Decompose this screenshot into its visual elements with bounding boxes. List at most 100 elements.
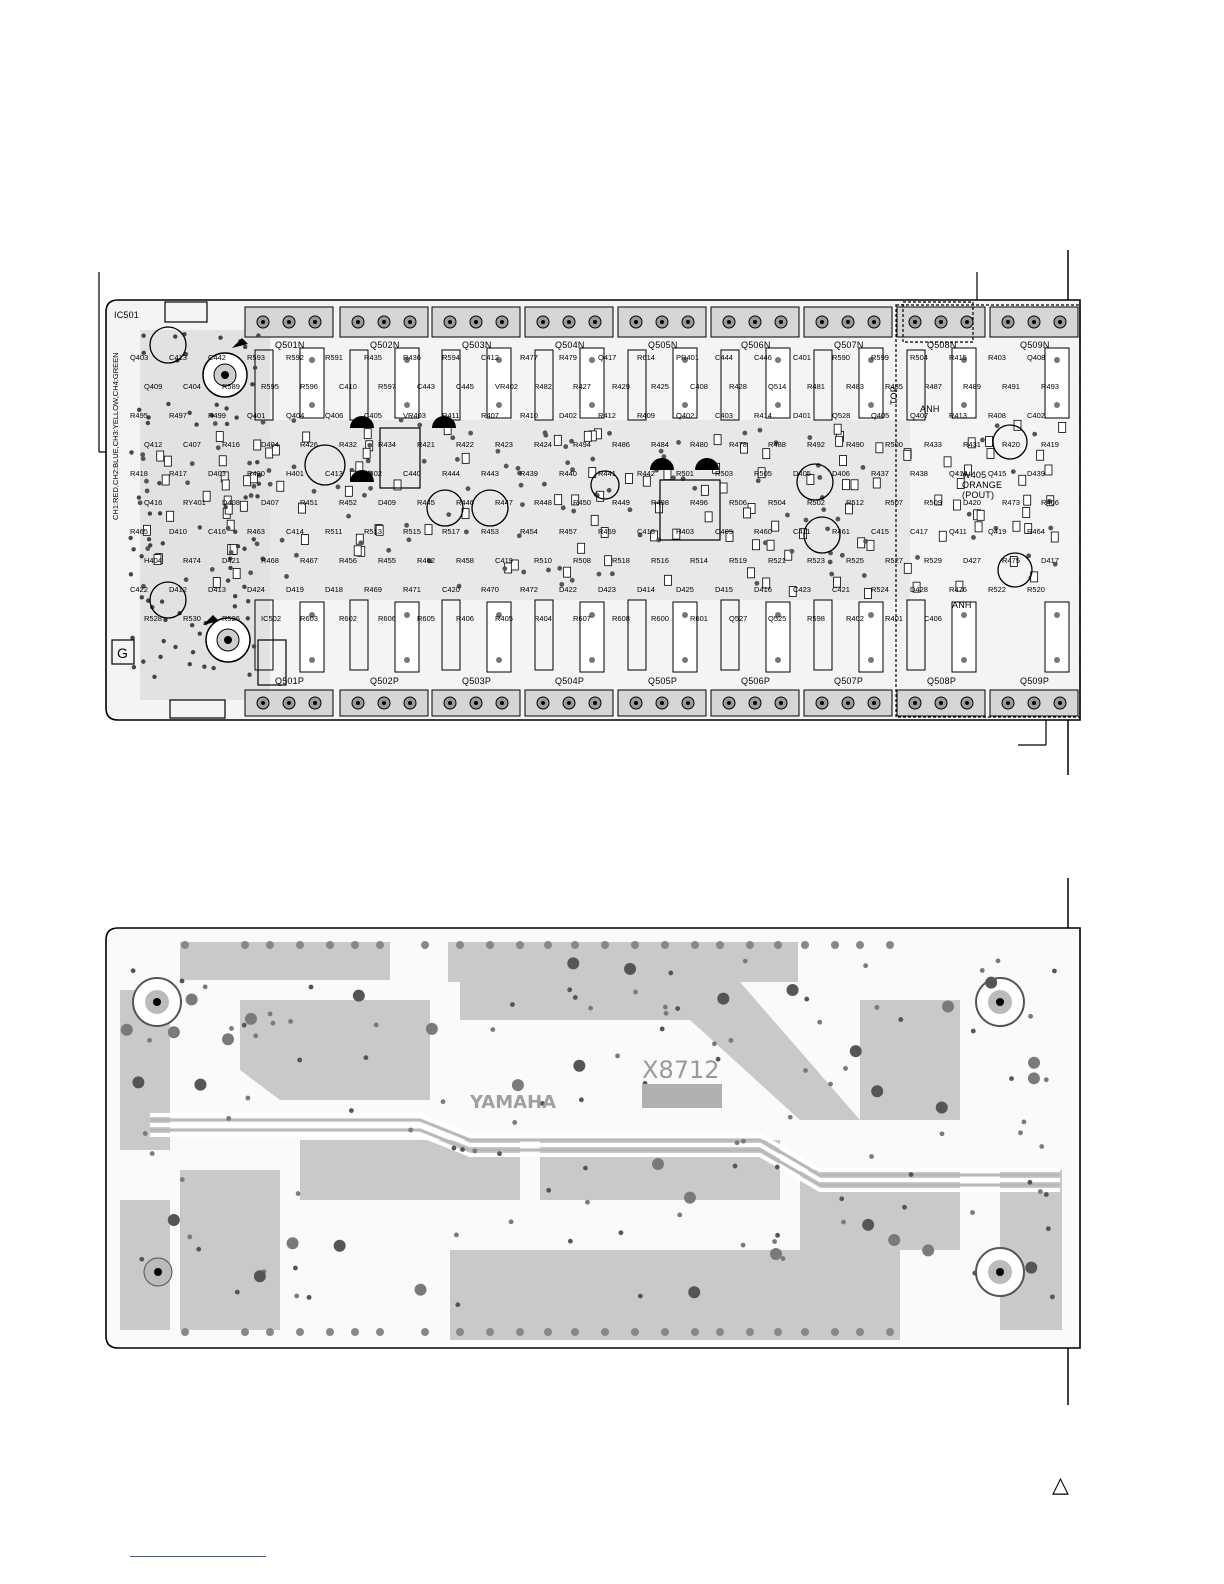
- component-label: R589: [222, 382, 240, 391]
- smd-pad: [143, 524, 151, 536]
- component-label: R599: [871, 353, 889, 362]
- solder-pad: [939, 1131, 945, 1137]
- via-pad: [248, 570, 254, 576]
- component-label: R493: [1041, 382, 1059, 391]
- smd-pad: [625, 473, 633, 484]
- smd-pad: [344, 485, 353, 497]
- component-label: R437: [871, 469, 889, 478]
- via-pad: [367, 442, 373, 448]
- component-label: R433: [924, 440, 942, 449]
- solder-pad: [1018, 1130, 1023, 1136]
- via-pad: [163, 617, 168, 623]
- smd-pad: [363, 428, 372, 440]
- via-pad: [676, 440, 681, 445]
- component-label: D425: [676, 585, 694, 594]
- solder-pad: [142, 1131, 148, 1136]
- smd-pad: [156, 450, 165, 462]
- component-label: R614: [637, 353, 655, 362]
- solder-pad: [1043, 1077, 1049, 1083]
- component-label: R498: [651, 498, 669, 507]
- smd-pad: [766, 539, 775, 551]
- smd-pad: [1058, 422, 1067, 433]
- component-label: R514: [690, 556, 708, 565]
- solder-pad: [624, 962, 637, 975]
- via-pad: [692, 485, 698, 491]
- smd-pad: [964, 464, 972, 476]
- component-label: R415: [949, 353, 967, 362]
- power-transistor-n: Q507N: [803, 306, 893, 350]
- component-label: R518: [612, 556, 630, 565]
- component-label: R489: [963, 382, 981, 391]
- solder-pad: [585, 1199, 590, 1205]
- component-label: R494: [573, 440, 591, 449]
- smd-pad: [212, 577, 221, 588]
- component-label: C403: [715, 411, 733, 420]
- solder-pad: [308, 984, 314, 990]
- power-transistor-p: Q509P: [989, 676, 1079, 717]
- component-label: Q414: [949, 469, 967, 478]
- component-label: R591: [325, 353, 343, 362]
- smd-pad: [393, 479, 402, 491]
- component-label: R454: [520, 527, 538, 536]
- via-pad: [335, 484, 341, 490]
- component-label: R593: [247, 353, 265, 362]
- smd-pad: [955, 580, 964, 592]
- component-label: R439: [520, 469, 538, 478]
- component-label: R410: [520, 411, 538, 420]
- component-label: R413: [949, 411, 967, 420]
- solder-pad: [1027, 1179, 1033, 1185]
- solder-pad: [1021, 1119, 1027, 1125]
- component-label: C421: [832, 585, 850, 594]
- transistor-label-p: Q509P: [1020, 676, 1049, 686]
- via-pad: [863, 538, 868, 544]
- solder-pad: [376, 941, 384, 949]
- component-label: R479: [559, 353, 577, 362]
- power-transistor-p: Q504P: [524, 676, 614, 717]
- component-label: RY401: [183, 498, 206, 507]
- via-pad: [225, 525, 231, 531]
- component-label: C407: [183, 440, 201, 449]
- component-label: R476: [949, 585, 967, 594]
- footer-rule: [130, 1556, 266, 1557]
- component-label: C413: [169, 353, 187, 362]
- smd-pad: [461, 452, 470, 464]
- via-pad: [232, 594, 238, 599]
- anh-label-1: ANH: [920, 404, 940, 414]
- via-pad: [141, 659, 146, 664]
- component-label: D408: [222, 498, 240, 507]
- component-label: C413: [325, 469, 343, 478]
- via-pad: [546, 567, 551, 573]
- via-pad: [152, 674, 157, 680]
- component-label: R403: [988, 353, 1006, 362]
- smd-pad: [762, 448, 771, 460]
- component-label: R435: [364, 353, 382, 362]
- solder-pad: [1043, 1192, 1049, 1197]
- component-label: R517: [442, 527, 460, 536]
- component-label: R527: [885, 556, 903, 565]
- smd-pad: [1022, 507, 1031, 518]
- via-pad: [835, 516, 841, 522]
- smd-pad: [298, 502, 306, 514]
- solder-pad: [516, 941, 524, 949]
- smd-pad: [985, 436, 993, 447]
- via-pad: [742, 430, 748, 436]
- solder-pad: [456, 1328, 464, 1336]
- via-pad: [386, 547, 392, 553]
- component-label: R521: [768, 556, 786, 565]
- component-label: R473: [1002, 498, 1020, 507]
- component-label: C409: [715, 527, 733, 536]
- solder-pad: [179, 978, 185, 984]
- via-pad: [260, 556, 266, 562]
- solder-pad: [856, 1328, 864, 1336]
- component-label: R515: [403, 527, 421, 536]
- component-label: R451: [300, 498, 318, 507]
- solder-pad: [229, 1025, 234, 1031]
- component-label: R456: [339, 556, 357, 565]
- via-pad: [446, 512, 452, 517]
- power-transistor-n: Q503N: [431, 306, 521, 350]
- via-pad: [234, 415, 239, 420]
- component-label: R446: [456, 498, 474, 507]
- solder-pad: [546, 1187, 552, 1193]
- smd-pad: [833, 423, 842, 435]
- component-label: R483: [846, 382, 864, 391]
